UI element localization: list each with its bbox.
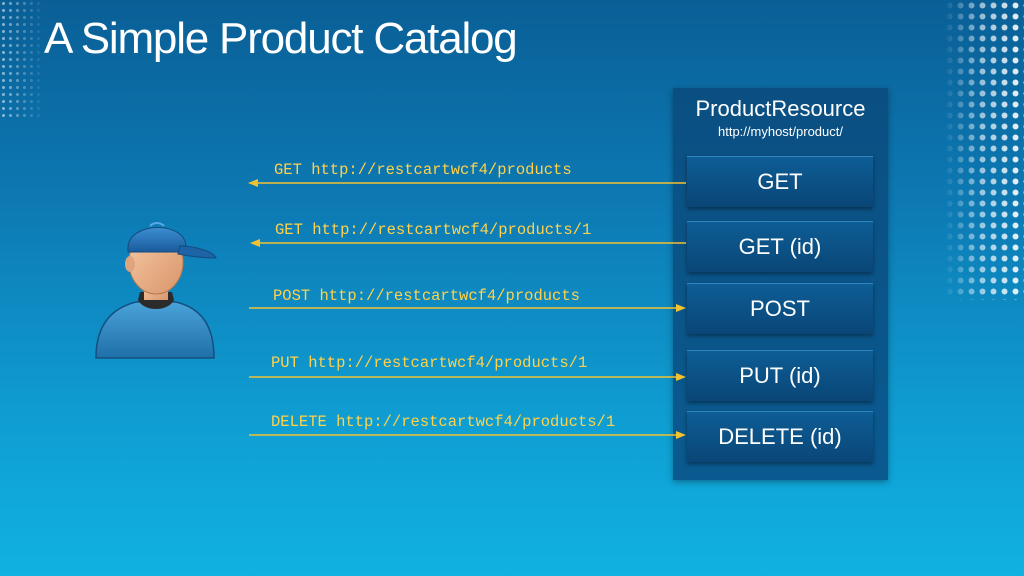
method-post: POST xyxy=(687,283,873,334)
method-get: GET xyxy=(687,156,873,207)
arrow-get-products xyxy=(248,179,686,187)
decorative-dots-left xyxy=(0,0,46,120)
arrow-post-products xyxy=(249,304,686,312)
method-delete-id: DELETE (id) xyxy=(687,411,873,462)
request-get-product-id: GET http://restcartwcf4/products/1 xyxy=(275,221,592,239)
resource-name: ProductResource xyxy=(695,96,866,121)
arrow-delete-product-id xyxy=(249,431,686,439)
request-get-products: GET http://restcartwcf4/products xyxy=(274,161,572,179)
request-put-product-id: PUT http://restcartwcf4/products/1 xyxy=(271,354,588,372)
arrow-get-product-id xyxy=(250,239,686,247)
decorative-dots-right xyxy=(944,0,1024,300)
resource-url: http://myhost/product/ xyxy=(717,124,843,139)
method-put-id: PUT (id) xyxy=(687,350,873,401)
arrow-put-product-id xyxy=(249,373,686,381)
request-post-products: POST http://restcartwcf4/products xyxy=(273,287,580,305)
user-with-cap-icon xyxy=(95,222,217,359)
request-delete-product-id: DELETE http://restcartwcf4/products/1 xyxy=(271,413,616,431)
method-get-id: GET (id) xyxy=(687,221,873,272)
slide-title: A Simple Product Catalog xyxy=(44,14,518,63)
